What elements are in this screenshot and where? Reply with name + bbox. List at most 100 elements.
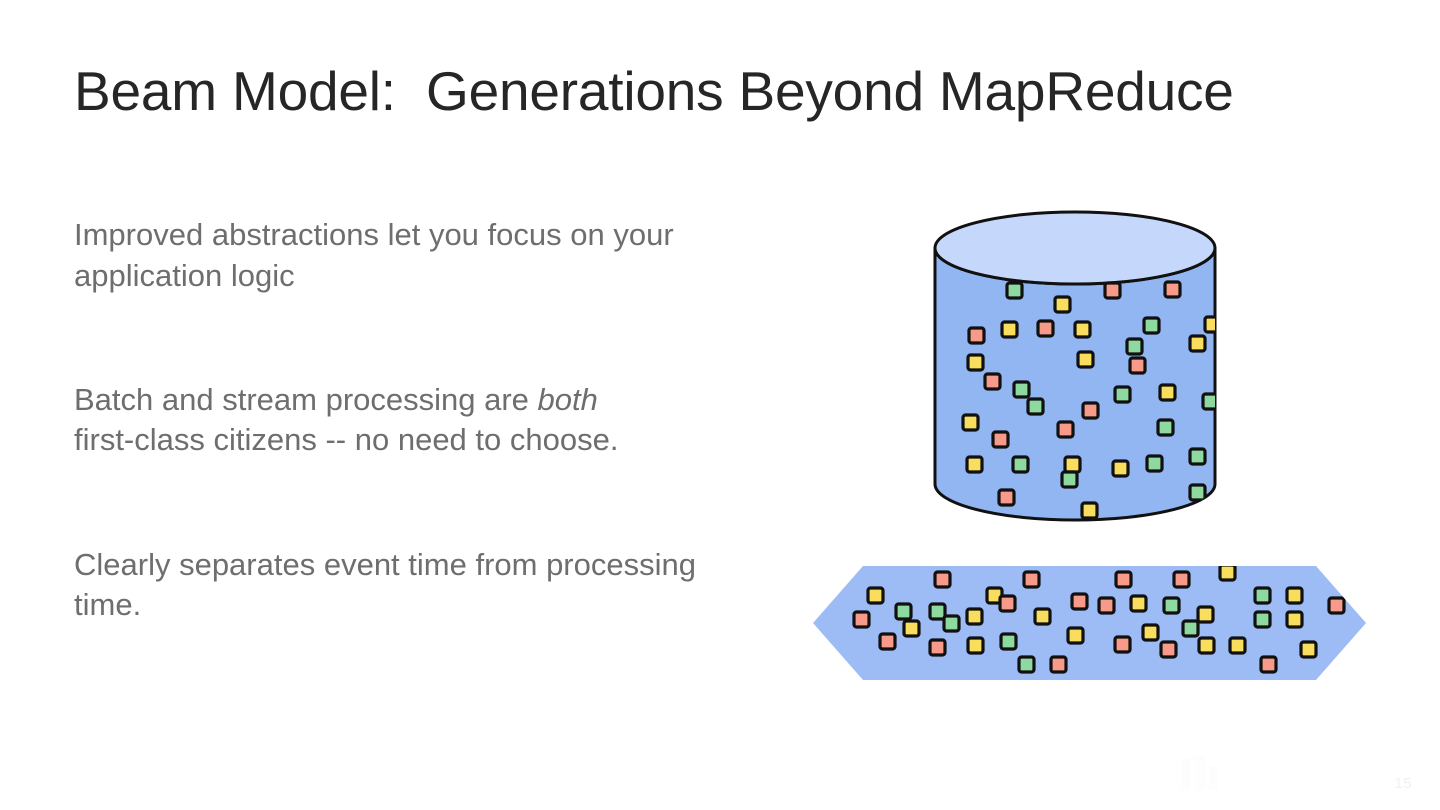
- data-element-square: [1228, 636, 1247, 655]
- data-element-square: [965, 455, 984, 474]
- data-element-square: [1181, 619, 1200, 638]
- data-element-square: [902, 619, 921, 638]
- data-element-square: [1053, 295, 1072, 314]
- data-element-square: [1060, 470, 1079, 489]
- data-element-square: [928, 602, 947, 621]
- data-element-square: [1114, 570, 1133, 589]
- data-element-square: [1026, 397, 1045, 416]
- watermark-svg: [1181, 756, 1218, 790]
- data-element-square: [1012, 380, 1031, 399]
- paragraph-2-text-lead: Batch and stream processing are: [74, 382, 538, 418]
- data-element-square: [1128, 356, 1147, 375]
- data-element-square: [1129, 594, 1148, 613]
- data-element-square: [1005, 281, 1024, 300]
- data-element-square: [894, 602, 913, 621]
- body-paragraph-1: Improved abstractions let you focus on y…: [74, 175, 864, 296]
- data-element-square: [1218, 566, 1237, 582]
- data-element-square: [1063, 455, 1082, 474]
- data-element-square: [933, 570, 952, 589]
- data-element-square: [1299, 640, 1318, 659]
- data-element-square: [1142, 316, 1161, 335]
- data-element-square: [1036, 319, 1055, 338]
- data-illustration: [800, 200, 1400, 700]
- data-element-square: [1081, 401, 1100, 420]
- body-text-block: Improved abstractions let you focus on y…: [74, 175, 864, 626]
- data-element-square: [1248, 386, 1263, 401]
- data-element-square: [1201, 392, 1215, 411]
- data-element-square: [1111, 459, 1130, 478]
- data-element-square: [1056, 420, 1075, 439]
- data-element-square: [1066, 626, 1085, 645]
- data-element-square: [1097, 596, 1116, 615]
- paragraph-3-text: Clearly separates event time from proces…: [74, 547, 696, 623]
- data-element-square: [1163, 280, 1182, 299]
- data-element-square: [1203, 315, 1215, 334]
- body-paragraph-3: Clearly separates event time from proces…: [74, 505, 864, 626]
- hexagon-data-elements: [852, 566, 1346, 674]
- data-element-square: [999, 632, 1018, 651]
- data-element-square: [1223, 355, 1238, 370]
- data-element-square: [1011, 455, 1030, 474]
- faint-watermark-icon: [1178, 754, 1224, 796]
- illustration-svg: [813, 210, 1366, 680]
- paragraph-2-emphasis: both: [537, 382, 598, 418]
- data-element-square: [1073, 320, 1092, 339]
- data-element-square: [1188, 483, 1207, 502]
- page-title: Beam Model: Generations Beyond MapReduce: [74, 60, 1234, 122]
- data-element-square: [966, 636, 985, 655]
- data-element-square: [878, 632, 897, 651]
- data-element-square: [1246, 456, 1261, 471]
- data-element-square: [997, 488, 1016, 507]
- data-element-square: [1070, 592, 1089, 611]
- data-element-square: [1000, 320, 1019, 339]
- data-element-square: [983, 372, 1002, 391]
- data-element-square: [1113, 385, 1132, 404]
- data-element-square: [1103, 281, 1122, 300]
- cylinder-top-ellipse: [933, 210, 1217, 286]
- data-element-square: [1017, 655, 1036, 674]
- cylinder-data-elements: [961, 280, 1270, 520]
- data-element-square: [1253, 586, 1272, 605]
- data-element-square: [1080, 501, 1099, 520]
- data-element-square: [1230, 424, 1245, 439]
- data-element-square: [1197, 636, 1216, 655]
- page-number: 15: [1394, 775, 1412, 792]
- data-element-square: [1049, 655, 1068, 674]
- data-element-square: [1230, 468, 1245, 483]
- data-element-square: [1076, 350, 1095, 369]
- data-element-square: [1162, 596, 1181, 615]
- data-element-square: [991, 430, 1010, 449]
- data-element-square: [1238, 485, 1253, 500]
- paragraph-1-text: Improved abstractions let you focus on y…: [74, 217, 674, 293]
- data-element-square: [1172, 570, 1191, 589]
- data-element-square: [1327, 596, 1346, 615]
- data-element-square: [1113, 635, 1132, 654]
- data-element-square: [1196, 605, 1215, 624]
- data-element-square: [1156, 418, 1175, 437]
- stream-hexagon: [813, 566, 1366, 680]
- data-element-square: [965, 607, 984, 626]
- data-element-square: [1188, 334, 1207, 353]
- data-element-square: [1159, 640, 1178, 659]
- data-element-square: [966, 353, 985, 372]
- data-element-square: [1022, 570, 1041, 589]
- data-element-square: [961, 413, 980, 432]
- data-element-square: [1285, 586, 1304, 605]
- data-element-square: [1253, 610, 1272, 629]
- data-element-square: [1285, 610, 1304, 629]
- data-element-square: [967, 326, 986, 345]
- data-element-square: [1125, 337, 1144, 356]
- data-element-square: [942, 614, 961, 633]
- data-element-square: [1145, 454, 1164, 473]
- data-element-square: [852, 610, 871, 629]
- data-element-square: [1255, 315, 1270, 330]
- data-element-square: [1033, 607, 1052, 626]
- data-element-square: [1158, 383, 1177, 402]
- data-element-square: [928, 638, 947, 657]
- body-paragraph-2: Batch and stream processing are both fir…: [74, 340, 864, 461]
- data-element-square: [1141, 623, 1160, 642]
- paragraph-2-text-tail: first-class citizens -- no need to choos…: [74, 422, 619, 458]
- data-element-square: [1259, 655, 1278, 674]
- data-element-square: [1188, 447, 1207, 466]
